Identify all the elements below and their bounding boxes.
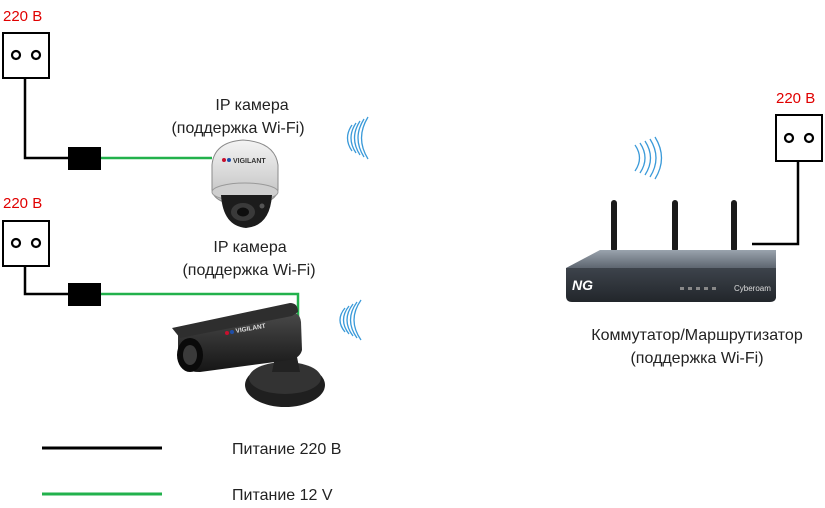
power-220-line-2 [23,266,68,296]
power-adapter-2 [68,283,101,306]
power-socket-3 [775,114,823,162]
legend-label-220: Питание 220 В [232,441,341,458]
socket-1-voltage-label: 220 В [3,8,42,25]
wifi-icon-camera-2 [339,299,362,341]
socket-3-voltage-label: 220 В [776,90,815,107]
wifi-icon-camera-1 [346,116,369,160]
svg-text:VIGILANT: VIGILANT [233,158,266,165]
camera-2-label-line2: (поддержка Wi-Fi) [182,262,315,279]
power-220-line-3 [752,161,800,246]
router-brand: Cyberoam [734,284,771,293]
power-adapter-1 [68,147,101,170]
bullet-camera: VIGILANT [172,303,325,407]
camera-1-label-line2: (поддержка Wi-Fi) [171,120,304,137]
legend: Питание 220 В Питание 12 V [42,441,341,504]
camera-2-label-line1: IP камера [213,239,286,256]
wifi-icon-router [634,136,663,180]
vigilant-logo: VIGILANT [222,158,266,165]
router-ng-logo: NG [572,277,593,293]
power-12-line-2 [101,292,300,322]
dome-camera: VIGILANT [211,139,279,228]
power-socket-1 [2,32,50,79]
power-220-line-1 [23,78,68,160]
legend-label-12: Питание 12 V [232,487,333,504]
router-label-line1: Коммутатор/Маршрутизатор [591,327,803,344]
power-socket-2 [2,220,50,267]
camera-1-label-line1: IP камера [215,97,288,114]
router-label-line2: (поддержка Wi-Fi) [630,350,763,367]
router-device: NG Cyberoam [566,200,776,302]
socket-2-voltage-label: 220 В [3,195,42,212]
